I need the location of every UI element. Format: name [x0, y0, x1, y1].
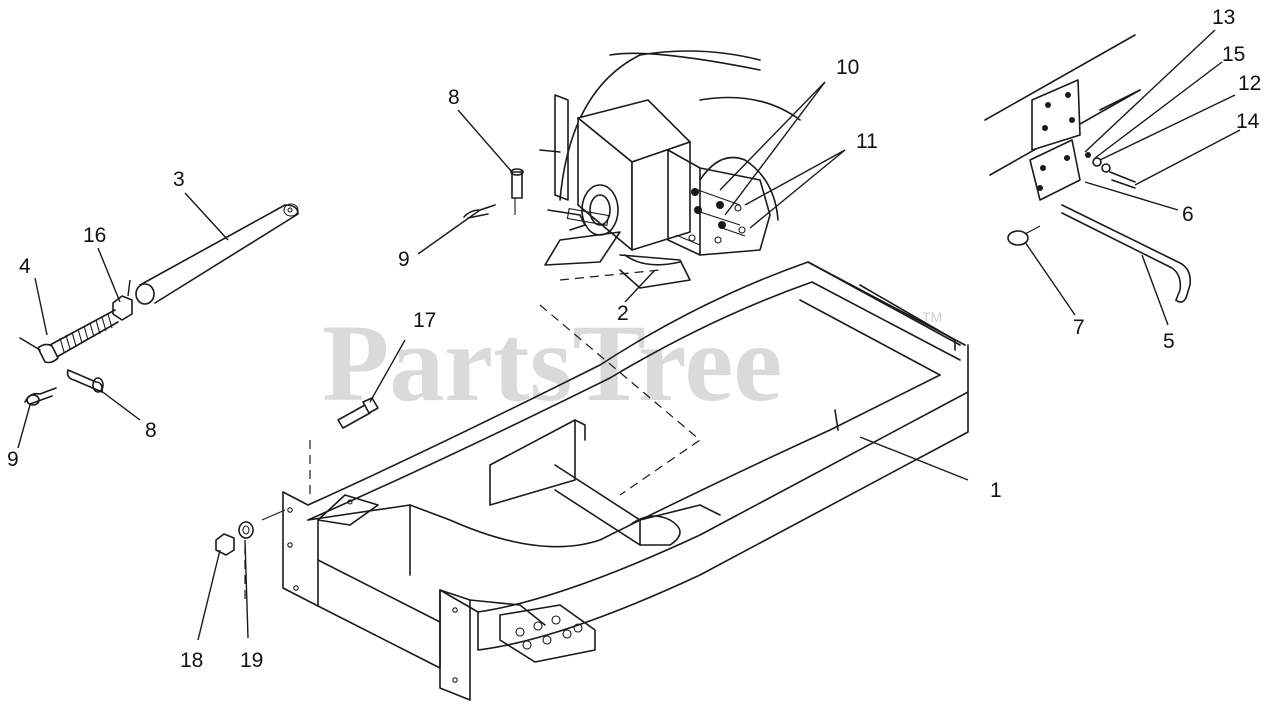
label-6: 6 — [1182, 203, 1194, 226]
label-4: 4 — [19, 255, 31, 278]
clevis-pin-top — [510, 168, 524, 215]
bolt-17 — [337, 397, 379, 429]
label-15: 15 — [1222, 43, 1245, 66]
label-2: 2 — [617, 302, 629, 325]
label-14: 14 — [1236, 110, 1260, 133]
watermark-trademark: TM — [922, 309, 942, 325]
frame-part-1 — [282, 261, 969, 701]
callout-labels: 1 2 3 4 5 6 7 8 8 9 9 10 11 12 13 14 15 … — [7, 6, 1261, 672]
label-12: 12 — [1238, 72, 1261, 95]
label-9-top: 9 — [398, 248, 410, 271]
label-1: 1 — [990, 479, 1002, 502]
label-5: 5 — [1163, 330, 1175, 353]
label-18: 18 — [180, 649, 203, 672]
shaft-assembly — [19, 203, 299, 406]
label-11: 11 — [856, 130, 878, 153]
transmission-assembly — [539, 50, 801, 289]
alignment-guides — [244, 269, 701, 600]
label-19: 19 — [240, 649, 263, 672]
watermark-text: PartsTree — [322, 302, 782, 424]
lever-assembly — [984, 34, 1192, 303]
label-16: 16 — [83, 224, 106, 247]
label-17: 17 — [413, 309, 436, 332]
nut-and-washer — [215, 509, 286, 556]
label-13: 13 — [1212, 6, 1235, 29]
label-9-left: 9 — [7, 448, 19, 471]
label-10: 10 — [836, 56, 859, 79]
label-7: 7 — [1073, 316, 1085, 339]
leader-lines — [17, 29, 1241, 641]
label-8-top: 8 — [448, 86, 460, 109]
label-8-left: 8 — [145, 419, 157, 442]
label-3: 3 — [173, 168, 185, 191]
cotter-pin-top — [463, 204, 496, 219]
